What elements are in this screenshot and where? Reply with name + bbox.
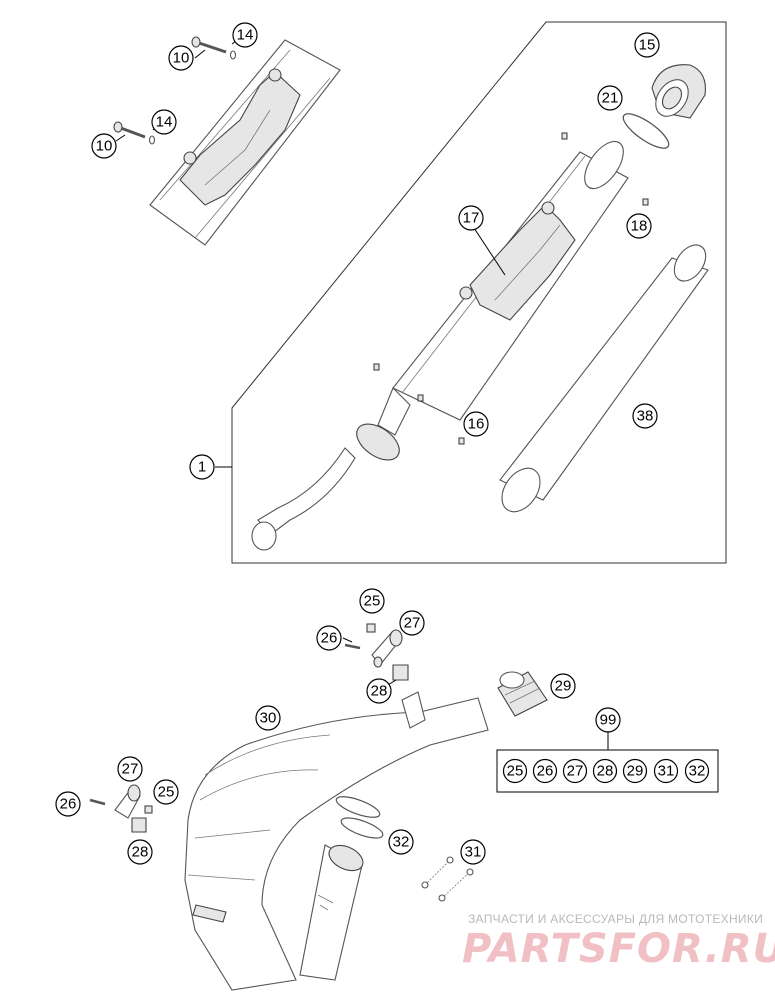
callout-21[interactable]: 21 [597, 85, 623, 111]
svg-text:17: 17 [463, 210, 480, 227]
callout-26-left[interactable]: 26 [55, 791, 81, 817]
callout-28-top[interactable]: 28 [366, 678, 392, 704]
svg-text:10: 10 [173, 50, 190, 67]
rubber-connector [497, 671, 548, 717]
svg-text:28: 28 [132, 844, 149, 861]
svg-text:27: 27 [567, 763, 584, 780]
callout-32[interactable]: 32 [388, 829, 414, 855]
svg-text:32: 32 [689, 763, 706, 780]
callout-38[interactable]: 38 [632, 403, 658, 429]
svg-text:38: 38 [637, 408, 654, 425]
svg-text:28: 28 [597, 763, 614, 780]
svg-text:25: 25 [507, 763, 524, 780]
svg-text:31: 31 [658, 763, 675, 780]
kit-contents-list: 25 26 27 28 29 31 32 [502, 758, 710, 784]
svg-text:26: 26 [60, 796, 77, 813]
callout-25-top[interactable]: 25 [359, 588, 385, 614]
callout-28-left[interactable]: 28 [127, 839, 153, 865]
silencer-packing [499, 244, 709, 513]
silencer [251, 132, 649, 551]
callout-99[interactable]: 99 [595, 707, 621, 733]
end-cap [651, 64, 706, 119]
kit-item: 25 [502, 758, 528, 784]
kit-item: 29 [622, 758, 648, 784]
svg-text:28: 28 [371, 683, 388, 700]
exhaust-o-ring-upper [335, 796, 381, 818]
svg-text:15: 15 [639, 37, 656, 54]
svg-text:32: 32 [393, 834, 410, 851]
callout-26-top[interactable]: 26 [316, 625, 342, 651]
svg-text:16: 16 [468, 416, 485, 433]
svg-text:10: 10 [96, 138, 113, 155]
exhaust-springs [421, 856, 474, 902]
svg-text:27: 27 [404, 615, 421, 632]
kit-item: 27 [562, 758, 588, 784]
svg-text:18: 18 [631, 218, 648, 235]
spring-bracket-top [344, 623, 409, 681]
exhaust-pipe [184, 691, 489, 991]
svg-text:29: 29 [555, 678, 572, 695]
callout-10-lower[interactable]: 10 [91, 133, 117, 159]
kit-item: 26 [532, 758, 558, 784]
svg-text:31: 31 [465, 844, 482, 861]
kit-item: 31 [653, 758, 679, 784]
svg-text:25: 25 [364, 593, 381, 610]
svg-text:1: 1 [198, 459, 206, 476]
callout-30[interactable]: 30 [255, 705, 281, 731]
callout-17[interactable]: 17 [458, 205, 484, 231]
callout-25-left[interactable]: 25 [153, 779, 179, 805]
svg-text:29: 29 [627, 763, 644, 780]
kit-item: 28 [592, 758, 618, 784]
callout-29[interactable]: 29 [550, 673, 576, 699]
callout-15[interactable]: 15 [634, 32, 660, 58]
svg-text:27: 27 [122, 761, 139, 778]
svg-text:30: 30 [260, 710, 277, 727]
exhaust-o-ring-lower [340, 817, 384, 839]
spring-bracket-left [89, 784, 153, 833]
svg-text:21: 21 [602, 90, 619, 107]
watermark-tagline: ЗАПЧАСТИ И АКСЕССУАРЫ ДЛЯ МОТОТЕХНИКИ [468, 912, 763, 926]
svg-text:14: 14 [237, 27, 254, 44]
svg-text:26: 26 [537, 763, 554, 780]
callout-14-upper[interactable]: 14 [232, 22, 258, 48]
callout-10-upper[interactable]: 10 [168, 45, 194, 71]
callout-27-top[interactable]: 27 [399, 610, 425, 636]
watermark-logo: PARTSFOR.RU [462, 926, 775, 972]
o-ring [622, 113, 670, 149]
silencer-mount-detail [113, 36, 341, 246]
svg-text:14: 14 [156, 114, 173, 131]
svg-text:26: 26 [321, 630, 338, 647]
svg-text:99: 99 [600, 712, 617, 729]
callout-1[interactable]: 1 [189, 454, 215, 480]
callout-16[interactable]: 16 [463, 411, 489, 437]
callout-27-left[interactable]: 27 [117, 756, 143, 782]
silencer-assembly-frame [231, 21, 727, 564]
kit-item: 32 [684, 758, 710, 784]
svg-text:25: 25 [158, 784, 175, 801]
callout-18[interactable]: 18 [626, 213, 652, 239]
callout-31[interactable]: 31 [460, 839, 486, 865]
callout-14-lower[interactable]: 14 [151, 109, 177, 135]
